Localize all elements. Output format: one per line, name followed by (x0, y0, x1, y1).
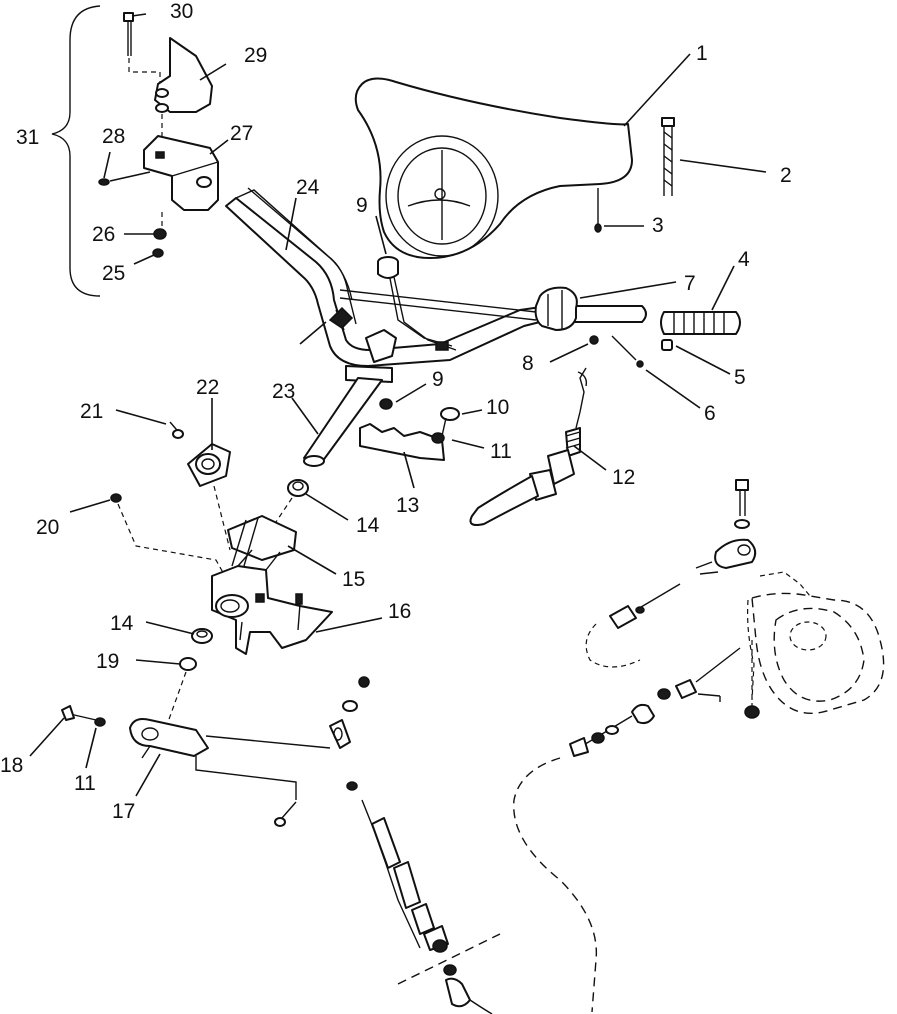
callout-31: 31 (16, 126, 39, 149)
plug-9-top (377, 256, 399, 279)
bracket-13 (359, 423, 445, 461)
callout-1: 1 (696, 42, 708, 65)
callout-28: 28 (102, 125, 125, 148)
callout-15: 15 (342, 568, 365, 591)
handlebar-pad-1 (354, 77, 633, 259)
washer-26 (153, 228, 167, 240)
callout-7: 7 (684, 272, 696, 295)
axis-19 (167, 671, 187, 723)
callout-9-top: 9 (356, 194, 368, 217)
nut-20-path (117, 503, 227, 579)
callout-11-lower: 11 (74, 772, 96, 795)
callout-3: 3 (652, 214, 664, 237)
bracket-29 (154, 37, 213, 140)
leader-lines (29, 13, 767, 797)
control-housing-7 (534, 286, 578, 331)
callout-12: 12 (612, 466, 635, 489)
callout-13: 13 (396, 494, 419, 517)
bolt-30 (123, 12, 161, 86)
callout-30: 30 (170, 0, 193, 23)
carburetor-assembly (747, 571, 885, 714)
end-plug-5 (661, 339, 673, 351)
bolt-10 (440, 407, 460, 437)
callout-9-lower: 9 (432, 368, 444, 391)
callout-29: 29 (244, 44, 267, 67)
screw-28 (98, 171, 151, 186)
bolt-21 (169, 421, 184, 439)
carb-linkage-bolt (695, 479, 760, 719)
callout-5: 5 (734, 366, 746, 389)
nut-20 (110, 493, 122, 503)
callout-21: 21 (80, 400, 103, 423)
callout-22: 22 (196, 376, 219, 399)
bushing-14-lower (191, 628, 213, 644)
throttle-cable-lower (361, 799, 501, 1014)
bolt-2-left (328, 306, 354, 331)
callout-18: 18 (0, 754, 23, 777)
callout-14-lower: 14 (110, 612, 134, 635)
steering-arm-17 (129, 718, 331, 800)
steering-support-15-16 (211, 515, 333, 655)
callout-19: 19 (96, 650, 119, 673)
bushing-14-upper (287, 479, 309, 497)
nut-9-lower (379, 398, 393, 410)
nut-11-upper (431, 432, 445, 444)
callout-8: 8 (522, 352, 534, 375)
screw-8 (589, 335, 599, 345)
callout-16: 16 (388, 600, 411, 623)
callout-26: 26 (92, 223, 115, 246)
callout-23: 23 (272, 380, 295, 403)
bolt-2-right (661, 117, 675, 196)
callout-27: 27 (230, 122, 253, 145)
callout-2-right: 2 (780, 164, 792, 187)
kill-switch-tether-12 (469, 367, 588, 526)
grip-4 (660, 311, 741, 335)
group-brace (51, 5, 101, 297)
steering-post-23 (303, 365, 393, 467)
callout-4: 4 (738, 248, 750, 271)
callout-14-upper: 14 (356, 514, 380, 537)
axis-22 (213, 485, 231, 551)
callout-11-upper: 11 (490, 440, 512, 463)
tie-rod-end (329, 676, 370, 791)
screw-3 (594, 188, 602, 233)
throttle-housing-27 (143, 135, 219, 232)
screw-6 (611, 335, 644, 368)
callout-10: 10 (486, 396, 509, 419)
bottom-bolt (274, 801, 297, 827)
bolt-18 (61, 705, 97, 721)
callout-6: 6 (704, 402, 716, 425)
callout-17: 17 (112, 800, 135, 823)
bearing-flange-22 (187, 443, 231, 487)
callout-25: 25 (102, 262, 125, 285)
cable-assembly-right (569, 583, 741, 757)
cable-route (513, 757, 598, 1013)
nut-25 (152, 248, 164, 258)
nut-11-lower (94, 717, 106, 727)
callout-20: 20 (36, 516, 59, 539)
callout-24: 24 (296, 176, 320, 199)
washer-19 (179, 657, 197, 671)
